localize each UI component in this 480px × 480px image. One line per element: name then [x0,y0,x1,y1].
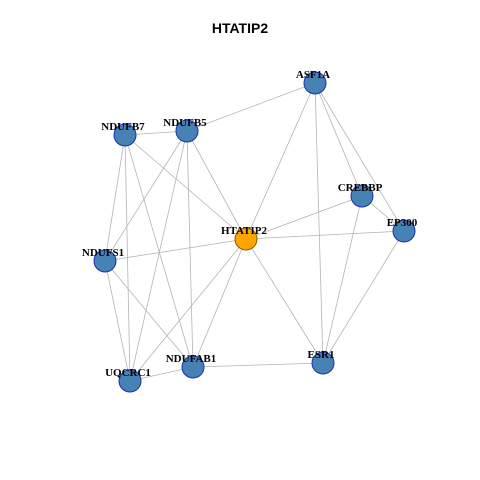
node-ndufs1[interactable] [93,249,117,273]
edge-htatip2-ndufb7 [124,134,247,240]
node-esr1[interactable] [311,351,335,375]
edge-ndufb7-uqcrc1 [124,134,131,382]
node-ndufab1[interactable] [181,355,205,379]
edge-htatip2-crebbp [245,195,363,240]
node-label-ndufab1: NDUFAB1 [166,353,217,365]
edge-htatip2-uqcrc1 [129,238,247,382]
node-asf1a[interactable] [303,71,327,95]
node-ndufb7[interactable] [113,123,137,147]
edge-crebbp-esr1 [322,195,363,364]
node-label-ep300: EP300 [387,217,418,229]
edge-htatip2-ndufs1 [104,238,247,262]
node-htatip2[interactable] [234,227,258,251]
edge-ndufs1-ndufab1 [104,260,194,368]
page-title: HTATIP2 [211,20,269,36]
edge-ndufab1-esr1 [192,362,324,368]
node-label-crebbp: CREBBP [338,182,383,194]
edge-htatip2-asf1a [245,82,316,240]
edge-ep300-esr1 [322,230,405,364]
node-label-ndufb7: NDUFB7 [101,121,145,133]
edge-htatip2-esr1 [245,238,324,364]
node-ep300[interactable] [392,219,416,243]
edge-ndufs1-uqcrc1 [104,260,131,382]
edge-ndufb5-ndufab1 [186,130,194,368]
edge-ndufb7-ndufs1 [104,134,126,262]
edge-htatip2-ndufab1 [192,238,247,368]
edge-htatip2-ep300 [245,230,405,240]
edge-ndufb5-uqcrc1 [129,130,188,382]
node-label-htatip2: HTATIP2 [221,225,268,237]
edge-htatip2-ndufb5 [186,130,247,240]
edge-asf1a-crebbp [314,82,363,197]
edge-ndufb5-ndufs1 [104,130,188,262]
node-label-ndufb5: NDUFB5 [163,117,207,129]
edge-asf1a-ndufb5 [186,82,316,132]
node-label-ndufs1: NDUFS1 [82,247,124,259]
edge-layer [104,82,405,382]
node-label-asf1a: ASF1A [296,69,330,81]
node-label-uqcrc1: UQCRC1 [105,367,151,379]
node-layer [93,71,416,393]
edge-asf1a-esr1 [314,82,324,364]
node-uqcrc1[interactable] [118,369,142,393]
node-label-esr1: ESR1 [308,349,335,361]
node-crebbp[interactable] [350,184,374,208]
node-ndufb5[interactable] [175,119,199,143]
edge-asf1a-ep300 [314,82,405,232]
edge-ndufb7-ndufab1 [124,134,194,368]
